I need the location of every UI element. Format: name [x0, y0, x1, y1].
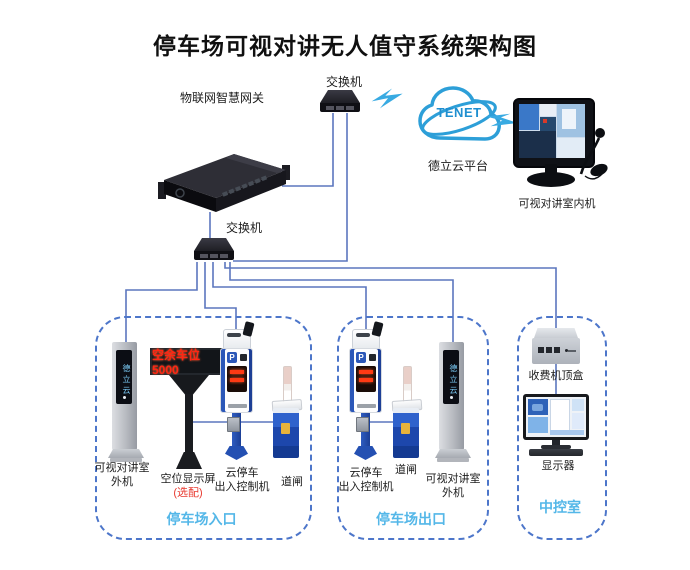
settop-slot [568, 350, 576, 352]
kiosk-base [225, 446, 248, 460]
kiosk-footer [357, 404, 376, 408]
outdoor-unit-label: 可视对讲室 外机 [82, 461, 162, 489]
barrier-label: 道闸 [395, 464, 417, 476]
sign-pole [185, 394, 193, 454]
label-line: 可视对讲室 [94, 462, 150, 474]
barrier-cabinet [273, 408, 299, 458]
kiosk-body: P [220, 348, 253, 413]
kiosk-tag [369, 354, 376, 361]
monitor-neck [545, 164, 557, 173]
label-line: 外机 [442, 487, 464, 499]
cloud-label: 德立云平台 [427, 159, 488, 173]
label-line: 空位显示屏 [160, 473, 216, 485]
pillar-screen: 德立云 [116, 350, 132, 404]
wire-switch-entrance-kiosk [204, 262, 237, 329]
kiosk-camera [223, 329, 251, 350]
barrier-gate-device [391, 366, 423, 460]
kiosk-footer [228, 404, 247, 408]
switch-mid-label: 交换机 [226, 221, 263, 235]
switch-top-face [194, 238, 234, 251]
pillar-base [108, 449, 144, 458]
vacancy-sign-label: 空位显示屏 (选配) [148, 472, 228, 500]
label-line: 云停车 [225, 467, 259, 479]
zone-entrance-label: 停车场入口 [166, 511, 237, 527]
zone-exit-label: 停车场出口 [376, 511, 446, 527]
entry-control-kiosk-device: P [218, 327, 258, 460]
kiosk-label: 云停车 出入控制机 [326, 466, 406, 494]
wire-switch-settop [224, 262, 557, 330]
pillar-plate [110, 458, 142, 462]
zone-control-room [517, 316, 607, 540]
kiosk-screen [356, 366, 376, 392]
outdoor-intercom-device: 德立云 [108, 342, 144, 464]
barrier-gate-device [271, 366, 303, 460]
switch-ports [320, 103, 360, 112]
sign-base [176, 452, 202, 469]
page-title: 停车场可视对讲无人值守系统架构图 [153, 33, 537, 59]
label-line-optional: (选配) [173, 487, 203, 499]
kiosk-tag [240, 354, 247, 361]
label-line: 云停车 [349, 467, 383, 479]
wire-switch-exit-outdoor [229, 262, 454, 343]
settop-led [565, 349, 568, 352]
monitor-stand [541, 445, 571, 449]
led-panel: 空余车位5000 [150, 348, 228, 377]
outdoor-unit-label: 可视对讲室 外机 [413, 472, 493, 500]
switch-ports [194, 251, 234, 260]
monitor-screen [519, 104, 585, 158]
switch-top-label: 交换机 [325, 75, 362, 89]
label-line: 出入控制机 [214, 481, 270, 493]
pillar-plate [437, 458, 469, 462]
kiosk-reader [356, 417, 369, 432]
gateway-device [158, 154, 290, 212]
monitor-base [527, 172, 575, 187]
label-line: 外机 [111, 476, 133, 488]
kiosk-camera [352, 329, 380, 350]
label-line: 可视对讲室 [425, 473, 481, 485]
indoor-unit-label: 可视对讲室内机 [518, 198, 596, 210]
barrier-cabinet [393, 408, 419, 458]
settop-box-device [531, 328, 581, 368]
switch-mid-device [192, 238, 236, 262]
label-line: 出入控制机 [338, 481, 394, 493]
wire-switchtop-switchmid [233, 113, 348, 262]
gateway-label: 物联网智慧网关 [179, 91, 264, 105]
settop-front [532, 338, 580, 364]
lightning-icon [371, 88, 403, 109]
display-monitor-device [521, 394, 593, 456]
kiosk-body: P [349, 348, 382, 413]
zone-entrance [95, 316, 312, 540]
display-label: 显示器 [541, 460, 575, 472]
wire-switch-exit-kiosk [212, 262, 367, 329]
switch-top-face [320, 90, 360, 103]
zone-control-label: 中控室 [539, 499, 581, 515]
exit-control-kiosk-device: P [347, 327, 387, 460]
monitor-screen [526, 397, 586, 437]
cloud-logo: TENET [436, 105, 482, 120]
outdoor-intercom-device: 德立云 [435, 342, 471, 464]
settop-top [534, 328, 578, 338]
monitor-neck [552, 440, 560, 446]
kiosk-label: 云停车 出入控制机 [202, 466, 282, 494]
keyboard [529, 449, 583, 456]
settop-label: 收费机顶盒 [528, 370, 584, 382]
pillar-screen: 德立云 [443, 350, 459, 404]
kiosk-reader [227, 417, 240, 432]
parking-logo: P [227, 352, 237, 363]
sign-neck [169, 375, 209, 396]
cloud-platform-icon [418, 86, 501, 141]
barrier-label: 道闸 [281, 476, 303, 488]
zone-exit [337, 316, 489, 540]
lightning-icon [486, 113, 518, 127]
wire-gateway-switchtop [282, 113, 334, 187]
parking-logo: P [356, 352, 366, 363]
indoor-intercom-device [505, 92, 615, 194]
switch-top-device [318, 90, 362, 114]
pillar-base [435, 449, 471, 458]
kiosk-screen [227, 366, 247, 392]
kiosk-base [354, 446, 377, 460]
microphone-icon [579, 128, 608, 180]
